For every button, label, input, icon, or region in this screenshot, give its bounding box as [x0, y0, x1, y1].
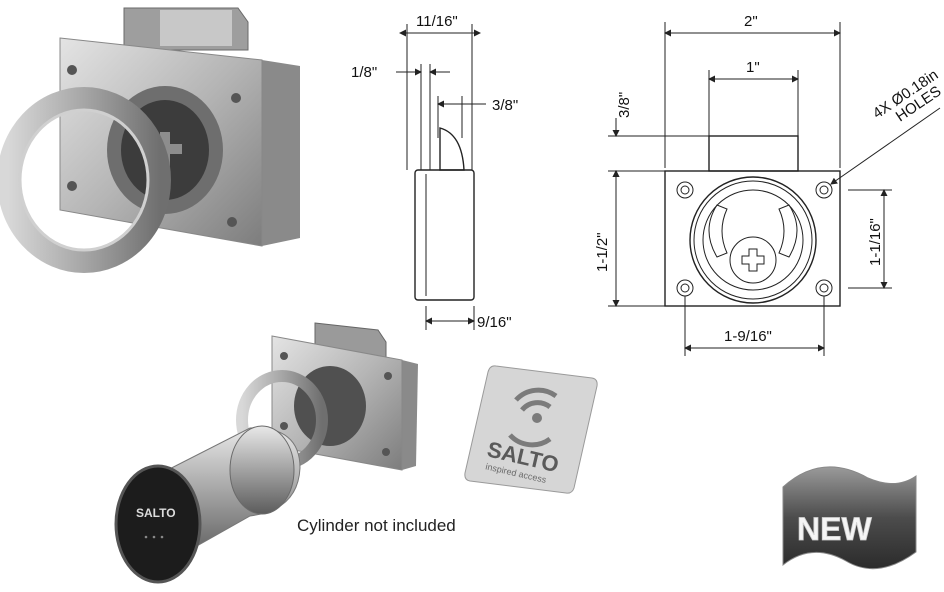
dim-height: 1-1/2": [594, 232, 611, 272]
front-view-drawing: [608, 22, 941, 356]
dim-bolt-projection: 3/8": [616, 92, 633, 118]
lock-photo-top: [0, 7, 300, 273]
new-badge-label: NEW: [797, 511, 872, 547]
side-view-drawing: [396, 24, 486, 330]
dim-top-width: 11/16": [416, 13, 458, 30]
dim-bolt-width-front: 1": [746, 59, 760, 76]
salto-card: SALTO inspired access: [464, 365, 598, 494]
cylinder-brand: SALTO: [136, 506, 176, 520]
dim-body-depth: 9/16": [477, 314, 512, 331]
dim-overall-width: 2": [744, 13, 758, 30]
lock-photo-bottom: SALTO: [114, 322, 418, 584]
caption-cylinder-not-included: Cylinder not included: [297, 516, 456, 535]
dim-plate-thickness: 1/8": [351, 64, 377, 81]
new-badge: NEW: [782, 466, 917, 570]
dim-hole-spacing-horizontal: 1-9/16": [724, 328, 772, 345]
dim-hole-spacing-vertical: 1-1/16": [867, 218, 884, 266]
dim-bolt-width-side: 3/8": [492, 97, 518, 114]
